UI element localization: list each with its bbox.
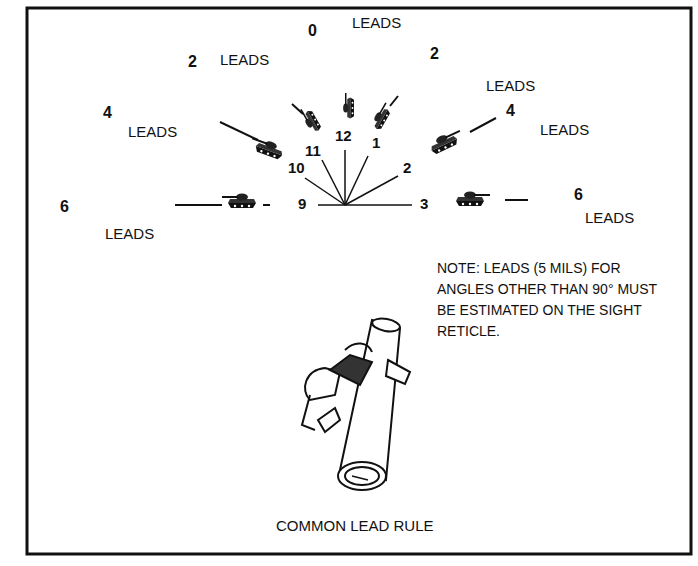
lead-label: LEADS (352, 15, 401, 32)
lead-label: LEADS (585, 210, 634, 227)
lead-label: LEADS (128, 124, 177, 141)
clock-number: 3 (420, 196, 428, 213)
lead-label: LEADS (486, 78, 535, 95)
lead-count: 2 (188, 53, 197, 71)
clock-number: 9 (298, 196, 306, 213)
lead-count: 6 (60, 198, 69, 216)
lead-count: 4 (506, 102, 515, 120)
clock-number: 10 (288, 160, 305, 177)
clock-number: 2 (403, 160, 411, 177)
lead-label: LEADS (540, 122, 589, 139)
lead-count: 2 (430, 45, 439, 63)
lead-label: LEADS (220, 52, 269, 69)
lead-count: 6 (574, 186, 583, 204)
lead-label: LEADS (105, 226, 154, 243)
lead-count: 4 (103, 104, 112, 122)
caption: COMMON LEAD RULE (276, 518, 434, 535)
clock-number: 1 (372, 135, 380, 152)
clock-number: 11 (305, 143, 321, 160)
note-text: NOTE: LEADS (5 MILS) FOR ANGLES OTHER TH… (437, 258, 662, 342)
clock-number: 12 (335, 128, 352, 145)
lead-count: 0 (308, 22, 317, 40)
